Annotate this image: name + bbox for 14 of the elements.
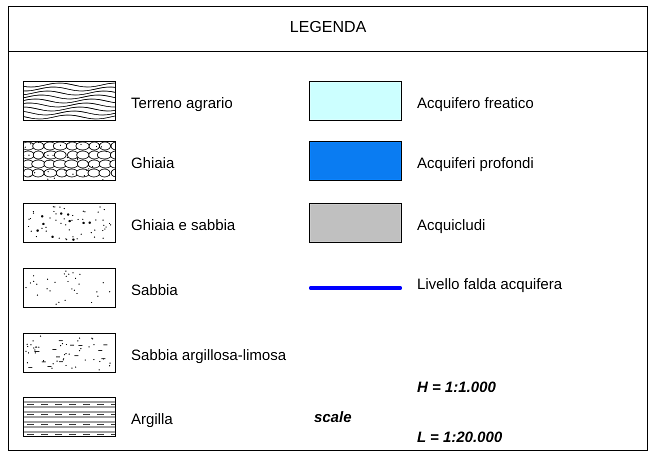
legend-title: LEGENDA <box>288 19 368 37</box>
legend-text: Sabbia <box>131 282 178 299</box>
scale-ratio: L = 1:20.000 <box>417 429 502 446</box>
legend-text: Ghiaia e sabbia <box>131 217 236 234</box>
scale-label: scale <box>314 409 352 426</box>
legend-text: Livello falda acquifera <box>417 276 562 293</box>
legend-text: Acquicludi <box>417 217 486 234</box>
legend-text: Acquifero freatico <box>417 95 534 112</box>
legend-text: Argilla <box>131 411 173 428</box>
legend-text: Acquiferi profondi <box>417 155 534 172</box>
scale-ratio: H = 1:1.000 <box>417 379 496 396</box>
legend-text: Terreno agrario <box>131 95 233 112</box>
legend-text: Ghiaia <box>131 155 174 172</box>
legend-text: Sabbia argillosa-limosa <box>131 347 286 364</box>
